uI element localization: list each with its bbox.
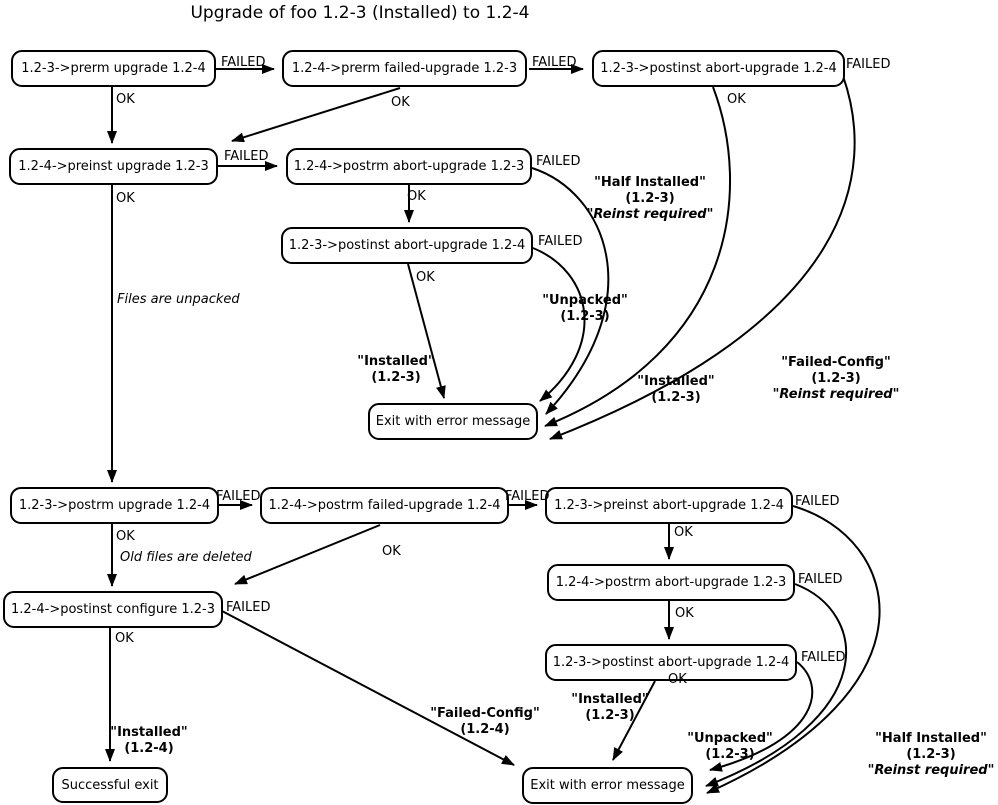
node-postinst-abort-upgrade-bottom: 1.2-3->postinst abort-upgrade 1.2-4 (545, 644, 797, 681)
node-exit-error-bottom: Exit with error message (522, 767, 693, 804)
diagram-title: Upgrade of foo 1.2-3 (Installed) to 1.2-… (190, 3, 530, 23)
state-failed-config-bottom: "Failed-Config" (1.2-4) (430, 706, 540, 737)
edge-prermfailed-ok (231, 87, 401, 143)
node-postinst-abort-upgrade-mid: 1.2-3->postinst abort-upgrade 1.2-4 (281, 227, 533, 264)
edge-postrmabort-bottom-failed-curve (705, 583, 847, 787)
label-failed-preinst: FAILED (224, 149, 269, 164)
state-installed-bottom: "Installed" (1.2-3) (571, 692, 649, 723)
label-failed-postrmabort-top: FAILED (536, 154, 581, 169)
label-ok-postrmfailed: OK (382, 544, 401, 559)
label-failed-prerm: FAILED (221, 55, 266, 70)
label-ok-postinstabort-top: OK (727, 92, 746, 107)
node-prerm-upgrade: 1.2-3->prerm upgrade 1.2-4 (11, 50, 216, 87)
note-old-files-deleted: Old files are deleted (120, 550, 252, 565)
label-failed-postinstconfigure: FAILED (226, 600, 271, 615)
label-ok-prermfailed: OK (391, 95, 410, 110)
label-failed-postinstabort-bottom: FAILED (801, 650, 846, 665)
label-ok-postrmabort-bottom: OK (675, 606, 694, 621)
edge-preinstabort-failed-curve (706, 505, 881, 794)
state-installed-top-right: "Installed" (1.2-3) (637, 374, 715, 405)
edge-postrmfailed-ok (234, 524, 381, 585)
state-installed-success: "Installed" (1.2-4) (110, 725, 188, 756)
node-exit-error-top: Exit with error message (368, 403, 538, 440)
node-preinst-abort-upgrade: 1.2-3->preinst abort-upgrade 1.2-4 (545, 487, 793, 524)
node-postrm-failed-upgrade: 1.2-4->postrm failed-upgrade 1.2-4 (260, 487, 509, 524)
label-failed-preinstabort: FAILED (795, 494, 840, 509)
label-ok-postinstabort-bottom: OK (668, 672, 687, 687)
state-half-installed-top: "Half Installed" (1.2-3) "Reinst require… (586, 175, 714, 222)
label-ok-postrm: OK (116, 529, 135, 544)
node-postrm-abort-upgrade-bottom: 1.2-4->postrm abort-upgrade 1.2-3 (547, 564, 795, 601)
node-postrm-abort-upgrade-top: 1.2-4->postrm abort-upgrade 1.2-3 (286, 148, 532, 185)
label-failed-postrmfailed: FAILED (505, 489, 550, 504)
note-files-unpacked: Files are unpacked (117, 292, 240, 307)
label-ok-postrmabort-top: OK (407, 189, 426, 204)
state-half-installed-bottom: "Half Installed" (1.2-3) "Reinst require… (867, 731, 995, 778)
label-failed-postinstabort-top: FAILED (846, 57, 891, 72)
node-postinst-abort-upgrade-top: 1.2-3->postinst abort-upgrade 1.2-4 (592, 50, 845, 87)
edge-postinstabort-mid-ok (407, 263, 446, 399)
node-successful-exit: Successful exit (52, 767, 168, 803)
edge-postinstabort-top-ok-curve (544, 86, 732, 427)
edge-postinstconfigure-failed (221, 610, 515, 766)
edge-postinstabort-mid-failed-curve (532, 247, 586, 402)
label-ok-prerm: OK (116, 92, 135, 107)
node-preinst-upgrade: 1.2-4->preinst upgrade 1.2-3 (9, 148, 218, 185)
edge-postinstabort-bottom-ok (612, 680, 656, 761)
state-failed-config-top: "Failed-Config" (1.2-3) "Reinst required… (772, 355, 900, 402)
label-ok-postinstconfigure: OK (115, 631, 134, 646)
node-postrm-upgrade: 1.2-3->postrm upgrade 1.2-4 (10, 487, 219, 524)
edge-postinstabort-top-failed-curve (549, 75, 856, 440)
edge-postinstabort-bottom-failed-curve (709, 661, 814, 772)
label-ok-postinstabort-mid: OK (416, 270, 435, 285)
label-failed-postrmabort-bottom: FAILED (798, 572, 843, 587)
label-failed-postinstabort-mid: FAILED (538, 234, 583, 249)
label-failed-prermfailed: FAILED (532, 55, 577, 70)
node-postinst-configure: 1.2-4->postinst configure 1.2-3 (3, 591, 223, 628)
state-installed-top-left: "Installed" (1.2-3) (357, 354, 435, 385)
label-ok-preinstabort: OK (674, 525, 693, 540)
edge-postrmabort-top-failed-curve (531, 167, 610, 415)
node-prerm-failed-upgrade: 1.2-4->prerm failed-upgrade 1.2-3 (282, 50, 527, 87)
label-failed-postrm: FAILED (216, 489, 261, 504)
state-unpacked-bottom: "Unpacked" (1.2-3) (687, 731, 773, 762)
label-ok-preinst: OK (116, 191, 135, 206)
state-unpacked-top: "Unpacked" (1.2-3) (542, 293, 628, 324)
